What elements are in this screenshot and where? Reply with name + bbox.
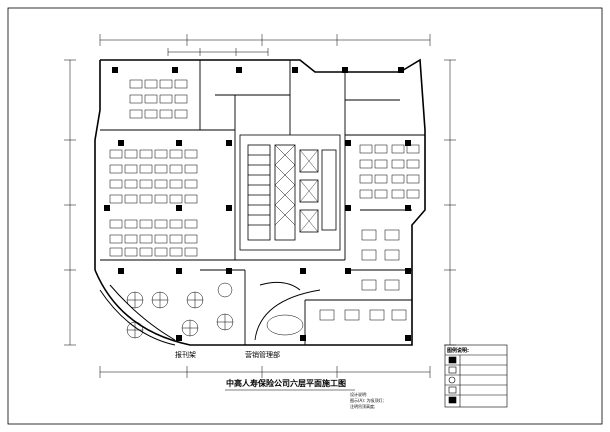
legend-note-1: 设计说明: <box>350 392 368 397</box>
exterior-walls <box>94 58 426 346</box>
legend-box <box>444 344 508 408</box>
private-offices-right <box>319 229 407 321</box>
drawing-title: 中高人寿保险公司六层平面施工图 <box>226 379 346 388</box>
legend-note-3: 注明吊顶高度; <box>350 404 376 409</box>
sheet-border <box>7 7 603 425</box>
structural-columns <box>104 67 411 341</box>
legend-note-2: 图示(A): 为吸顶灯; <box>350 398 384 403</box>
reception-curves <box>99 281 301 346</box>
left-dimension-line <box>64 59 76 346</box>
desk-clusters <box>109 79 420 321</box>
right-dimension-line <box>444 59 456 346</box>
lounge-tables <box>126 282 304 339</box>
desk-cluster-left-mid <box>109 149 198 204</box>
interior-partitions <box>100 60 425 345</box>
desk-cluster-right <box>359 144 420 199</box>
desk-cluster-left-lower <box>109 219 198 257</box>
legend-title: 图例说明: <box>447 348 469 354</box>
desk-cluster-top-left <box>129 79 188 119</box>
building-core <box>239 134 341 251</box>
label-left-area: 报刊架 <box>175 351 196 359</box>
top-dimension-line <box>99 34 431 56</box>
label-right-area: 营销管理部 <box>245 351 280 359</box>
bottom-dimension-line <box>99 366 431 378</box>
